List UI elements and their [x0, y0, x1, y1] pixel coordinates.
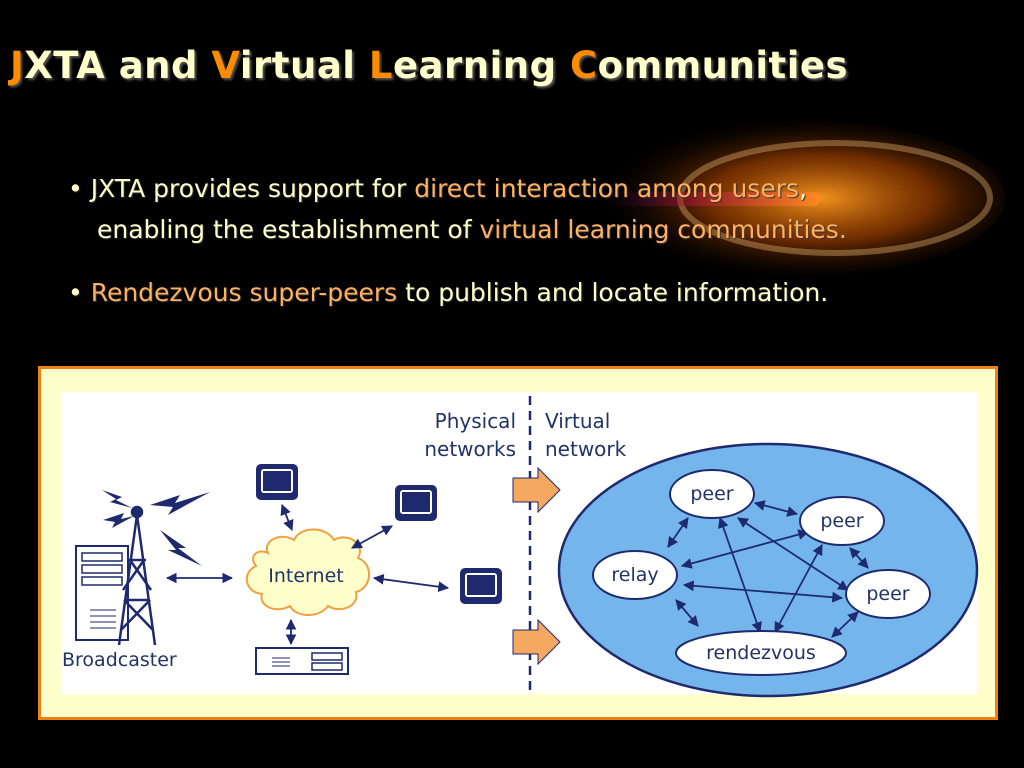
bullet-1-text-b: enabling the establishment of — [97, 215, 472, 244]
bullet-1-highlight-a: direct interaction among users — [414, 174, 800, 203]
bullet-1-line-2: enabling the establishment of virtual le… — [97, 215, 847, 244]
bullet-1-text-a: JXTA provides support for — [90, 174, 407, 203]
bullet-list: • JXTA provides support for direct inter… — [0, 0, 1024, 330]
antenna-tower-icon — [117, 505, 157, 646]
physical-label-line-1: Physical — [435, 409, 516, 433]
title-accent-letter: J — [10, 44, 25, 87]
rendezvous-label: rendezvous — [706, 642, 816, 664]
title-text: ommunities — [597, 44, 849, 87]
bullet-1-highlight-b: virtual learning communities. — [479, 215, 847, 244]
relay-label: relay — [611, 564, 658, 586]
peer-node-top: peer — [669, 469, 755, 519]
server-tower-icon — [75, 545, 129, 641]
link-peer2-peer3 — [849, 547, 869, 569]
title-accent-letter: L — [368, 44, 393, 87]
link-internet-tv-top — [280, 503, 294, 532]
tv-monitor-icon — [460, 568, 502, 604]
peer-node-lower: peer — [845, 569, 931, 619]
bullet-2-text: to publish and locate information. — [405, 278, 829, 307]
mapping-arrow-bottom — [512, 618, 561, 666]
link-peer2-rendezvous — [774, 544, 823, 633]
mapping-arrow-top — [512, 466, 561, 514]
broadcaster-label: Broadcaster — [62, 649, 177, 671]
link-relay-rendezvous — [675, 599, 699, 627]
rendezvous-node: rendezvous — [675, 630, 847, 676]
physical-links — [165, 503, 450, 646]
bullet-marker: • — [68, 278, 83, 307]
bullet-2-highlight: Rendezvous super-peers — [90, 278, 398, 307]
title-text: irtual — [239, 44, 369, 87]
internet-cloud-icon — [246, 528, 370, 616]
title-accent-letter: C — [570, 44, 598, 87]
virtual-label-line-2: network — [545, 437, 627, 461]
title-text: XTA and — [24, 44, 212, 87]
bullet-1-comma: , — [799, 174, 807, 203]
link-relay-peer2 — [680, 529, 810, 569]
link-peer3-rendezvous — [831, 611, 859, 638]
link-peer1-peer2 — [753, 500, 799, 517]
peer-label: peer — [820, 510, 863, 532]
link-internet-tv-lower — [372, 573, 450, 593]
peer-label: peer — [866, 583, 909, 605]
tv-monitor-icon — [395, 485, 437, 521]
bullet-marker: • — [68, 174, 83, 203]
title-accent-letter: V — [211, 44, 240, 87]
virtual-links — [667, 500, 869, 638]
bullet-2: • Rendezvous super-peers to publish and … — [68, 278, 828, 307]
virtual-label-line-1: Virtual — [545, 409, 610, 433]
physical-label-line-2: networks — [424, 437, 516, 461]
signal-bolts-icon — [102, 490, 210, 566]
peer-node-right: peer — [799, 496, 885, 546]
link-peer1-relay — [667, 517, 689, 548]
slide-title: JXTA and Virtual Learning Communities — [10, 44, 848, 87]
internet-label: Internet — [268, 565, 343, 587]
peer-label: peer — [690, 483, 733, 505]
relay-node: relay — [592, 550, 678, 600]
tv-monitor-icon — [256, 464, 298, 500]
bullet-1-line-1: • JXTA provides support for direct inter… — [68, 174, 807, 203]
title-text: earning — [392, 44, 570, 87]
desktop-server-icon — [255, 647, 349, 675]
link-internet-tv-right — [351, 525, 393, 549]
